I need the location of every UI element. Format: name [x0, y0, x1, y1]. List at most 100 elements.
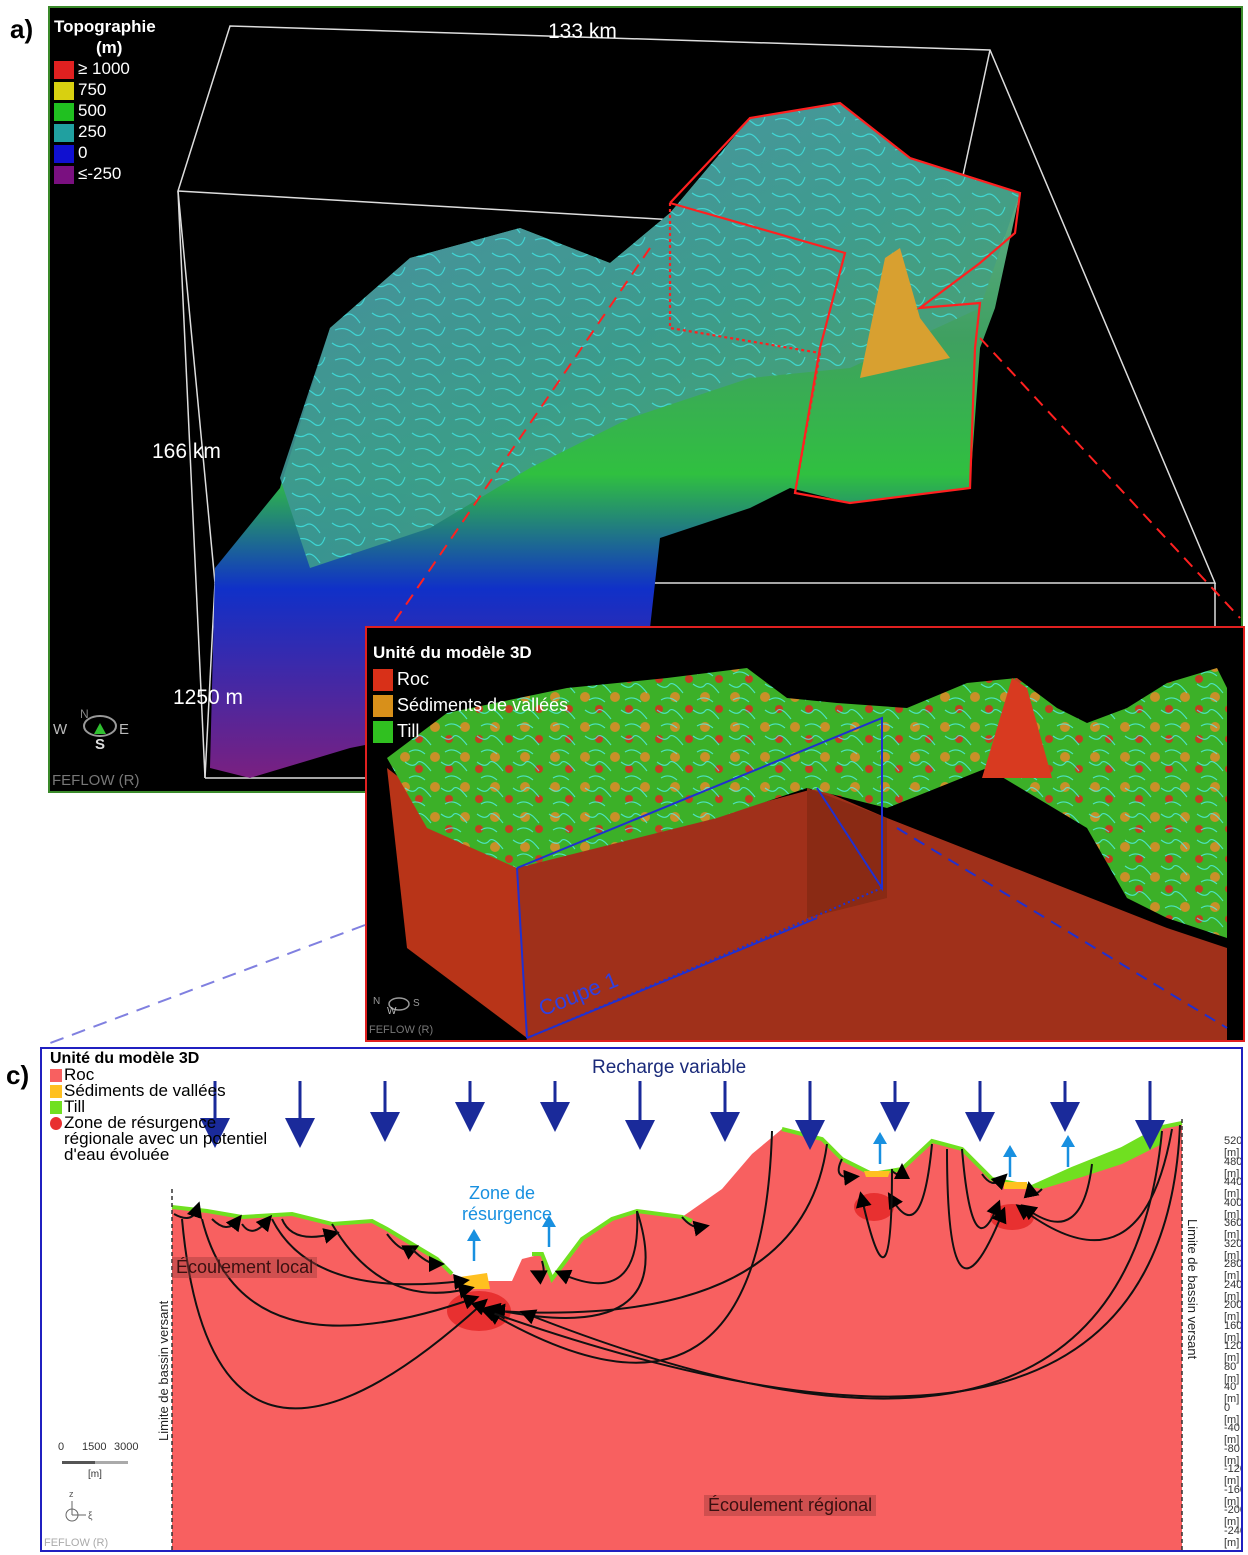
- axis-xi-label: ξ: [88, 1511, 93, 1522]
- resurgence-zone-2: [854, 1193, 894, 1221]
- legend-swatch: [373, 695, 393, 718]
- resurgence-label-line-2: résurgence: [462, 1204, 553, 1224]
- rock-unit: [172, 1123, 1182, 1550]
- elevation-tick: 480 [m]: [1224, 1155, 1243, 1180]
- elevation-tick: -40 [m]: [1224, 1422, 1240, 1446]
- elevation-tick: 0 [m]: [1224, 1401, 1240, 1426]
- topography-render: [83, 25, 1241, 779]
- feflow-watermark: FEFLOW (R): [52, 772, 140, 789]
- elevation-tick: 440 [m]: [1224, 1176, 1243, 1200]
- legend-item: ≥ 1000: [54, 58, 156, 79]
- legend-label: Till: [397, 721, 420, 741]
- elevation-tick: 200 [m]: [1224, 1299, 1243, 1323]
- legend-title-b: Unité du modèle 3D: [373, 643, 532, 662]
- resurgence-label: Zone de résurgence: [462, 1183, 553, 1225]
- legend-item: Roc: [50, 1065, 279, 1084]
- legend-item: 500: [54, 100, 156, 121]
- legend-swatch: [54, 81, 74, 100]
- elevation-tick: -80 [m]: [1224, 1442, 1240, 1467]
- legend-item: Zone de résurgence régionale avec un pot…: [50, 1113, 279, 1164]
- legend-item: 250: [54, 121, 156, 142]
- legend-item: 750: [54, 79, 156, 100]
- legend-swatch: [54, 165, 74, 184]
- elevation-tick: 120 [m]: [1224, 1340, 1243, 1364]
- till-layer: [171, 1205, 454, 1276]
- legend-item: Sédiments de vallées: [373, 692, 568, 718]
- cross-section-diagram: [62, 1081, 1183, 1550]
- legend-label: Roc: [397, 669, 430, 689]
- legend-swatch: [50, 1117, 62, 1130]
- legend-label: 750: [78, 80, 107, 99]
- resurgence-label-line-1: Zone de: [468, 1183, 536, 1203]
- legend-label: 250: [78, 122, 107, 141]
- legend-item: Roc: [373, 666, 568, 692]
- section-connector-right: [896, 827, 1228, 1029]
- axis-z-label: z: [69, 1489, 74, 1499]
- right-boundary-label: Limite de bassin versant: [1185, 1219, 1200, 1360]
- panel-label-c: c): [6, 1060, 30, 1090]
- legend-swatch: [54, 123, 74, 142]
- scale-bar: [62, 1461, 128, 1464]
- elevation-tick: -160 [m]: [1224, 1483, 1241, 1508]
- elevation-tick: 400 [m]: [1224, 1196, 1243, 1221]
- elevation-tick: -120 [m]: [1224, 1463, 1241, 1487]
- legend-label: ≤-250: [78, 164, 122, 183]
- legend-label: Sédiments de vallées: [64, 1081, 226, 1100]
- legend-swatch: [54, 60, 74, 79]
- legend-swatch: [50, 1085, 62, 1098]
- scale-max: 3000: [114, 1441, 139, 1453]
- legend-item: Till: [373, 718, 568, 744]
- legend-title-c: Unité du modèle 3D: [50, 1050, 200, 1067]
- elevation-tick: 160 [m]: [1224, 1319, 1243, 1344]
- compass-b-w: W: [387, 1006, 397, 1017]
- elevation-tick: -200 [m]: [1224, 1504, 1241, 1528]
- legend-item: Sédiments de vallées: [50, 1081, 279, 1100]
- legend-item: 0: [54, 142, 156, 163]
- recharge-arrows: [200, 1081, 1165, 1150]
- legend-title: Topographie: [54, 17, 156, 36]
- sediment-unit: [460, 1273, 490, 1289]
- compass-b-n: N: [373, 996, 381, 1007]
- axis-icon: [65, 1501, 86, 1522]
- scale-unit: [m]: [88, 1469, 102, 1480]
- elevation-tick: 320 [m]: [1224, 1237, 1243, 1262]
- flow-lines: [173, 1124, 1181, 1410]
- elevation-tick: -240 [m]: [1224, 1524, 1241, 1549]
- legend-swatch: [54, 144, 74, 163]
- legend-label: Roc: [64, 1065, 95, 1084]
- legend-unit: (m): [96, 38, 123, 57]
- elevation-tick: 240 [m]: [1224, 1278, 1243, 1303]
- scale-mid: 1500: [82, 1441, 107, 1453]
- selected-region-outline: [668, 101, 1022, 505]
- legend-swatch: [373, 669, 393, 692]
- legend-label: Till: [64, 1097, 86, 1116]
- connector-line-left: [389, 247, 651, 629]
- elevation-tick: 40 [m]: [1224, 1381, 1240, 1405]
- legend-item: Till: [50, 1097, 279, 1116]
- elevation-tick: 80 [m]: [1224, 1360, 1240, 1385]
- regional-flow-label: Écoulement régional: [704, 1495, 877, 1516]
- compass-s: S: [95, 736, 106, 753]
- legend-swatch: [54, 102, 74, 121]
- legend-swatch: [373, 721, 393, 744]
- connector-line-right: [979, 337, 1241, 619]
- elevation-tick: 360 [m]: [1224, 1217, 1243, 1241]
- feflow-watermark-b: FEFLOW (R): [369, 1024, 434, 1036]
- legend-label: Zone de résurgence régionale avec un pot…: [64, 1113, 268, 1164]
- compass-e: E: [119, 721, 130, 738]
- panel-label-a: a): [10, 14, 34, 44]
- height-dimension: 1250 m: [173, 686, 244, 709]
- local-flow-label: Écoulement local: [172, 1257, 318, 1278]
- recharge-label: Recharge variable: [592, 1057, 747, 1078]
- model-units-render: [387, 668, 1228, 1040]
- legend-label: ≥ 1000: [78, 59, 130, 78]
- compass-icon-b: [388, 997, 410, 1011]
- compass-w: W: [53, 721, 68, 738]
- elevation-tick: 280 [m]: [1224, 1258, 1243, 1282]
- upwelling-arrows: [467, 1132, 1075, 1261]
